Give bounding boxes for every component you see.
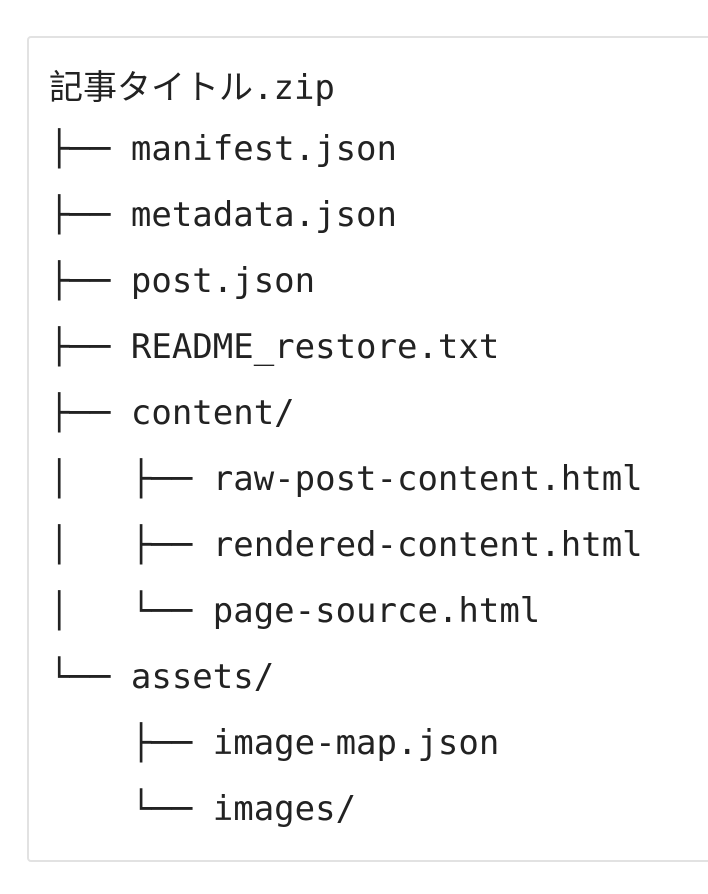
tree-label: 記事タイトル.zip (49, 68, 335, 108)
tree-item: ├── image-map.json (49, 710, 643, 776)
tree-label: content/ (130, 393, 295, 433)
tree-label: README_restore.txt (130, 327, 500, 367)
tree-prefix: ├── (49, 129, 131, 169)
tree-item: ├── manifest.json (49, 116, 643, 182)
tree-item: │ ├── raw-post-content.html (49, 446, 643, 512)
file-tree: 記事タイトル.zip ├── manifest.json ├── metadat… (49, 60, 643, 842)
tree-prefix: ├── (49, 195, 131, 235)
tree-prefix: │ ├── (49, 459, 213, 499)
tree-label: page-source.html (212, 591, 541, 631)
tree-label: post.json (130, 261, 316, 301)
tree-label: raw-post-content.html (212, 459, 643, 499)
tree-prefix: ├── (49, 261, 131, 301)
tree-label: rendered-content.html (212, 525, 643, 565)
code-block (27, 36, 708, 862)
tree-prefix: │ └── (49, 591, 213, 631)
tree-item: │ ├── rendered-content.html (49, 512, 643, 578)
tree-prefix: └── (49, 789, 213, 829)
tree-label: images/ (212, 789, 357, 829)
tree-label: manifest.json (130, 129, 397, 169)
tree-folder: └── images/ (49, 776, 643, 842)
tree-label: image-map.json (212, 723, 500, 763)
tree-item: ├── metadata.json (49, 182, 643, 248)
tree-item: │ └── page-source.html (49, 578, 643, 644)
tree-prefix: ├── (49, 327, 131, 367)
tree-item: ├── post.json (49, 248, 643, 314)
tree-item: ├── README_restore.txt (49, 314, 643, 380)
tree-label: assets/ (130, 657, 275, 697)
tree-root: 記事タイトル.zip (49, 60, 643, 116)
tree-prefix: │ ├── (49, 525, 213, 565)
tree-folder: ├── content/ (49, 380, 643, 446)
tree-prefix: ├── (49, 723, 213, 763)
tree-folder: └── assets/ (49, 644, 643, 710)
tree-label: metadata.json (130, 195, 397, 235)
tree-prefix: ├── (49, 393, 131, 433)
tree-prefix: └── (49, 657, 131, 697)
